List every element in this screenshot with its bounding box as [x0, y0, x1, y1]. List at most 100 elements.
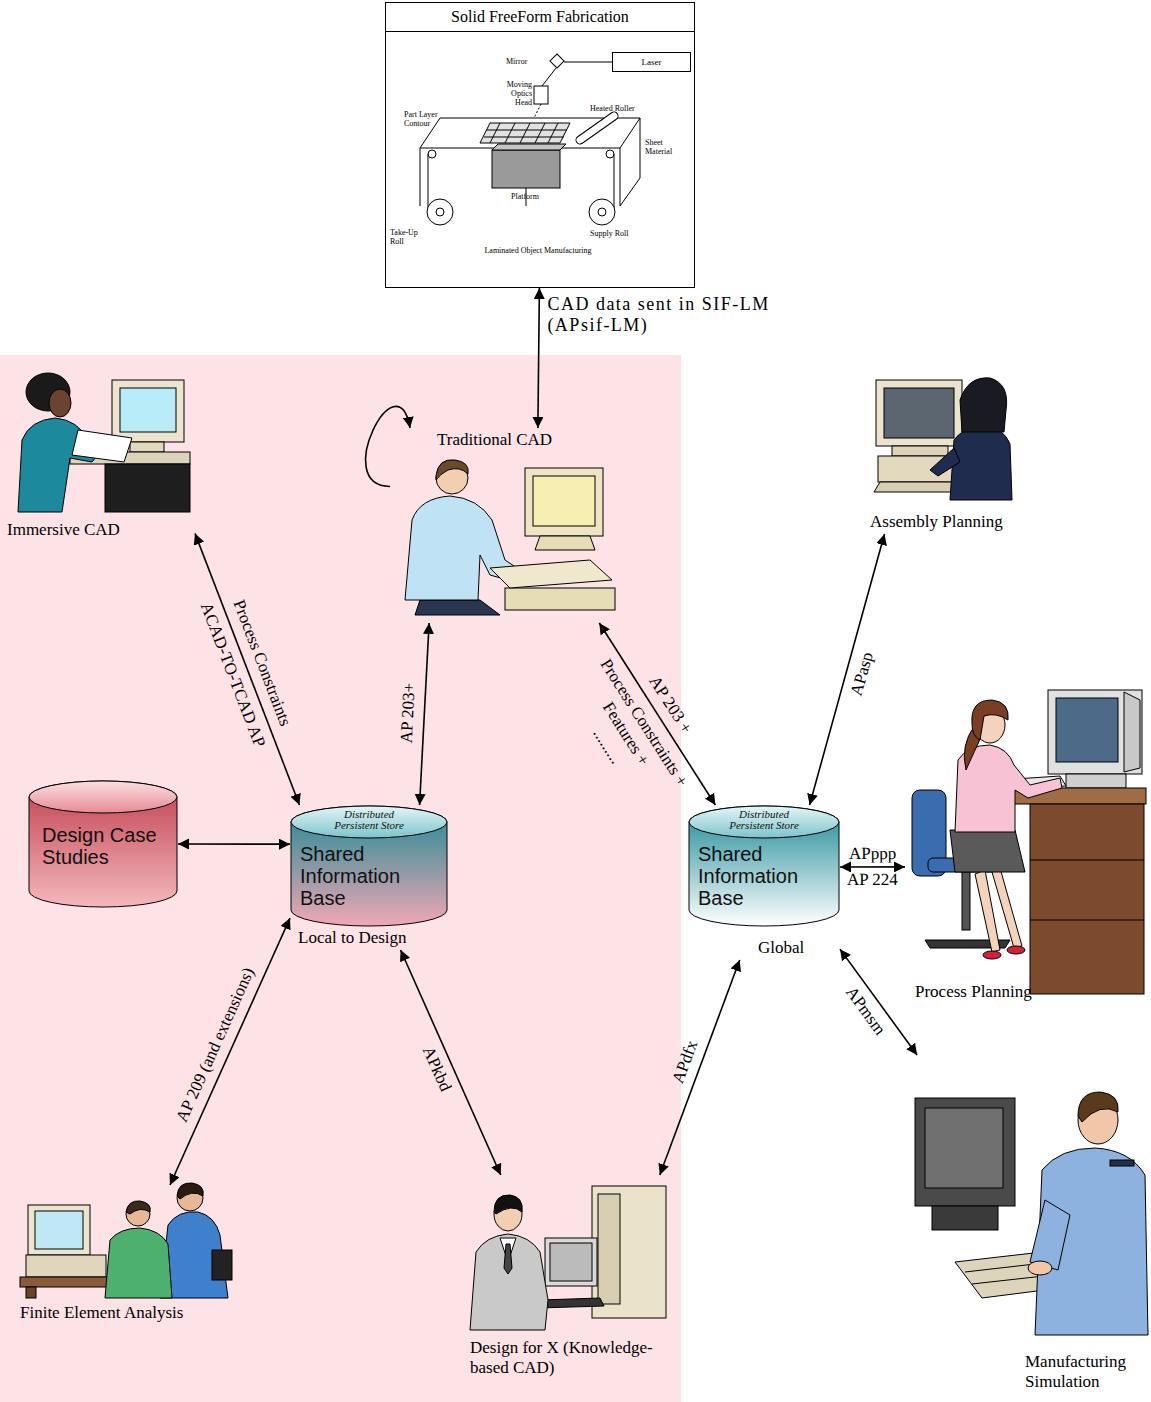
- assembly-planning-figure-part: [930, 448, 960, 476]
- fabrication-illustration-part: [492, 144, 566, 150]
- fabrication-illustration-part: [534, 86, 548, 104]
- fabrication-illustration-part: [385, 2, 692, 288]
- part-label: Mirror: [506, 57, 527, 66]
- cylinder-lid: [29, 781, 177, 813]
- connector-arrow: [660, 960, 740, 1175]
- traditional-cad-figure-part: [405, 496, 520, 600]
- edge-label: APppp: [849, 844, 896, 864]
- process-planning-figure-part: [983, 951, 1001, 959]
- design-for-x-figure-part: [598, 1194, 620, 1304]
- traditional-cad-figure-part: [490, 560, 612, 588]
- fabrication-illustration-part: [428, 154, 429, 212]
- finite-element-figure-part: [212, 1250, 232, 1280]
- fabrication-illustration-part: [505, 123, 515, 143]
- design-for-x-figure: [470, 1186, 666, 1330]
- node-caption: Local to Design: [298, 928, 407, 948]
- process-planning-figure-part: [962, 872, 970, 930]
- fabrication-illustration-part: [606, 150, 614, 158]
- fabrication-illustration-part: [589, 199, 615, 225]
- immersive-cad-figure-part: [72, 430, 132, 462]
- traditional-cad-figure-part: [415, 600, 500, 615]
- fabrication-illustration-part: [428, 150, 436, 158]
- assembly-planning-figure: [874, 378, 1012, 500]
- node-caption: Global: [758, 938, 804, 958]
- traditional-cad-figure-part: [436, 460, 468, 480]
- fabrication-illustration-part: [640, 118, 641, 178]
- process-planning-figure-part: [1056, 698, 1118, 762]
- assembly-planning-figure-part: [892, 446, 948, 456]
- process-planning-figure-part: [1030, 920, 1144, 921]
- cylinder-lid: [689, 806, 839, 838]
- traditional-cad-figure-part: [525, 468, 603, 536]
- manufacturing-simulation-figure-part: [925, 1108, 1003, 1188]
- laser-box: Laser: [612, 52, 691, 72]
- edge-label: AP 203+: [397, 682, 420, 743]
- traditional-cad-figure: [405, 460, 615, 615]
- database-cylinder: Design Case Studies: [28, 780, 178, 908]
- connector-arrow: [366, 406, 410, 486]
- fabrication-illustration-part: [580, 116, 614, 140]
- design-for-x-figure-part: [592, 1186, 666, 1318]
- manufacturing-simulation-figure: [915, 1092, 1148, 1335]
- fabrication-illustration-part: [427, 199, 453, 225]
- design-for-x-figure-part: [550, 1243, 592, 1281]
- finite-element-figure-part: [28, 1205, 90, 1255]
- fabrication-illustration-part: [620, 178, 640, 206]
- fabrication-illustration-part: [550, 54, 564, 68]
- fabrication-illustration-part: [490, 123, 500, 143]
- node-caption: Manufacturing Simulation: [1025, 1352, 1143, 1392]
- manufacturing-simulation-figure-part: [1110, 1160, 1134, 1166]
- workstation-figure: Manufacturing Simulation: [905, 1055, 1147, 1395]
- workstation-figure: Assembly Planning: [865, 372, 1015, 534]
- cylinder-body: [689, 806, 839, 926]
- fabrication-illustration-part: [620, 148, 621, 206]
- node-caption: Process Planning: [915, 982, 1032, 1002]
- immersive-cad-figure: [18, 373, 190, 512]
- node-caption: Finite Element Analysis: [20, 1303, 183, 1323]
- connector-arrow: [178, 843, 290, 845]
- assembly-planning-figure-part: [874, 482, 962, 492]
- node-caption: Laser: [613, 53, 690, 71]
- store-text: Shared Information Base: [300, 843, 418, 909]
- store-text: Design Case Studies: [42, 824, 167, 868]
- design-region: [0, 355, 681, 1402]
- fabrication-illustration-part: [542, 68, 556, 86]
- design-for-x-figure-part: [494, 1195, 522, 1214]
- assembly-planning-figure-part: [884, 388, 954, 438]
- cylinder-lid: [291, 806, 447, 838]
- fabrication-illustration-part: [580, 116, 614, 140]
- part-label: Take-Up Roll: [390, 228, 426, 246]
- connector-arrow: [840, 949, 917, 1055]
- part-label: Sheet Material: [645, 138, 683, 156]
- finite-element-figure-part: [35, 1211, 83, 1249]
- process-planning-figure-part: [1048, 690, 1142, 774]
- assembly-planning-figure-part: [876, 380, 962, 446]
- connector-arrow: [840, 866, 905, 868]
- fabrication-illustration-part: [614, 154, 615, 212]
- assembly-planning-figure-part: [960, 378, 1007, 432]
- fabrication-illustration-part: [487, 130, 567, 131]
- connector-arrow: [401, 950, 501, 1175]
- design-for-x-figure-part: [504, 1244, 512, 1274]
- manufacturing-simulation-figure-part: [1078, 1092, 1118, 1122]
- part-label: Heated Roller: [590, 104, 635, 113]
- manufacturing-simulation-figure-part: [915, 1098, 1015, 1206]
- workstation-figure: Finite Element Analysis: [15, 1185, 265, 1325]
- store-text: Shared Information Base: [698, 843, 816, 909]
- finite-element-figure-part: [26, 1255, 106, 1277]
- process-planning-figure-part: [1030, 804, 1144, 994]
- workstation-figure: Traditional CAD: [390, 428, 620, 623]
- database-cylinder: Distributed Persistent StoreShared Infor…: [290, 805, 448, 950]
- connector-arrow: [538, 288, 539, 428]
- cylinder-body: [29, 781, 177, 907]
- traditional-cad-figure-part: [535, 536, 595, 550]
- connector-arrow: [810, 534, 885, 805]
- process-planning-figure-part: [1124, 692, 1140, 772]
- immersive-cad-figure-part: [105, 464, 190, 512]
- part-label: Platform: [511, 192, 539, 201]
- process-planning-figure-part: [992, 868, 1022, 948]
- traditional-cad-figure-part: [533, 476, 595, 526]
- workstation-figure: Process Planning: [905, 680, 1147, 1005]
